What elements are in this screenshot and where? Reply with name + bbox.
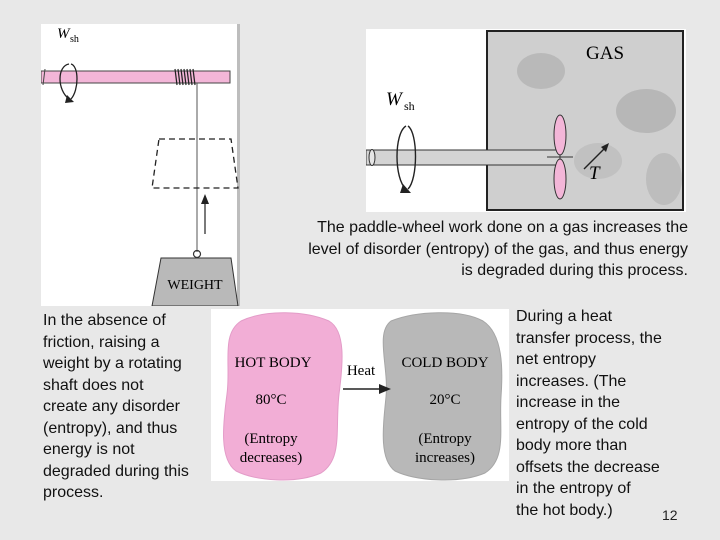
heat-caption-line: the hot body.) [516,501,613,519]
heat-caption-line: increases. (The [516,372,627,390]
gas-label: GAS [586,43,624,64]
gas-figure-drawing: GAS W sh T [365,29,686,212]
paddle-caption: The paddle-wheel work done on a gas incr… [228,217,688,282]
weight-fig-work-symbol: W [57,26,71,42]
rope-winding-icon [174,68,196,86]
heat-caption-line: entropy of the cold [516,415,648,433]
gas-fig-work-subscript: sh [404,99,415,113]
heat-figure: HOT BODY 80°C (Entropy decreases) Heat C… [211,309,509,481]
weight-caption: In the absence of friction, raising a we… [43,310,213,504]
hot-body-temperature: 80°C [255,392,286,408]
page-number: 12 [662,507,678,523]
hot-body-note-1: (Entropy [244,431,298,447]
weight-fig-work-subscript: sh [70,34,79,45]
weight-caption-line: energy is not [43,441,135,458]
weight-caption-line: process. [43,484,104,501]
paddle-wheel-icon [547,114,573,200]
heat-label: Heat [347,363,376,379]
heat-caption-line: body more than [516,437,628,454]
gas-figure: GAS W sh T [365,29,686,212]
heat-caption-line: net entropy [516,351,597,368]
hot-body-note-2: decreases) [240,450,302,466]
heat-caption-line: During a heat [516,308,613,325]
weight-caption-line: friction, raising a [43,333,160,351]
rotating-shaft [40,70,231,84]
cold-body-blob [382,312,503,481]
weight-caption-line: (entropy), and thus [43,419,178,437]
heat-caption-line: in the entropy of [516,480,631,497]
paddle-caption-line: The paddle-wheel work done on a gas incr… [317,219,688,236]
cold-body-title: COLD BODY [401,355,488,371]
weight-caption-line: degraded during this [43,462,189,480]
weight-caption-line: weight by a rotating [43,355,182,372]
heat-caption-line: offsets the decrease [516,458,660,476]
rotation-arrow-icon [59,63,70,100]
heat-caption: During a heat transfer process, the net … [516,306,696,521]
weight-caption-line: shaft does not [43,376,144,394]
heat-caption-line: increase in the [516,394,621,411]
weight-caption-line: In the absence of [43,312,166,329]
cold-body-temperature: 20°C [429,392,460,408]
temperature-symbol: T [589,163,601,184]
weight-caption-line: create any disorder [43,398,180,415]
hot-body-title: HOT BODY [235,355,312,371]
cold-body-note-1: (Entropy [418,431,472,447]
heat-caption-line: transfer process, the [516,329,662,347]
paddle-caption-line: is degraded during this process. [461,262,688,279]
weight-dashed-outline [151,138,239,189]
weight-figure-drawing: W sh WEIGHT [40,24,240,307]
weight-label: WEIGHT [167,278,223,293]
cold-body-note-2: increases) [415,450,475,466]
heat-figure-drawing: HOT BODY 80°C (Entropy decreases) Heat C… [211,309,509,481]
gas-fig-work-symbol: W [386,89,404,110]
temperature-arrow-icon [583,146,607,170]
paddle-caption-line: level of disorder (entropy) of the gas, … [308,240,688,258]
hot-body-blob [223,312,343,481]
weight-figure: W sh WEIGHT [40,24,240,307]
paddle-shaft [365,149,561,166]
